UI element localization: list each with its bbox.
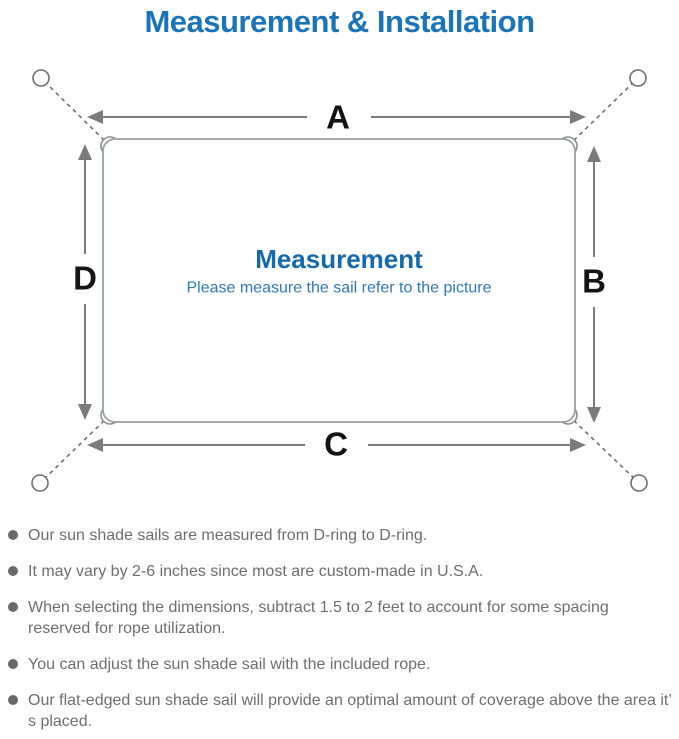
note-text: You can adjust the sun shade sail with t… bbox=[28, 656, 431, 673]
measurement-heading: Measurement bbox=[255, 244, 423, 274]
measurement-diagram: A C D B Measurement Please measure the s… bbox=[31, 69, 648, 492]
note-text: Our sun shade sails are measured from D-… bbox=[28, 527, 428, 544]
measurement-subheading: Please measure the sail refer to the pic… bbox=[186, 280, 491, 297]
anchor-ring-top-left bbox=[32, 69, 50, 87]
list-item: You can adjust the sun shade sail with t… bbox=[8, 654, 673, 675]
dimension-label-a: A bbox=[326, 99, 350, 136]
bullet-dot-icon bbox=[8, 659, 18, 669]
dim-d-arrow-down-icon bbox=[78, 404, 92, 420]
dim-a-arrow-left-icon bbox=[87, 110, 103, 124]
dim-c-arrow-right-icon bbox=[570, 438, 586, 452]
anchor-ring-bottom-left bbox=[31, 474, 49, 492]
list-item: Our flat-edged sun shade sail will provi… bbox=[8, 690, 673, 732]
dim-d-arrow-up-icon bbox=[78, 144, 92, 160]
dimension-label-d: D bbox=[73, 260, 97, 297]
list-item: It may vary by 2-6 inches since most are… bbox=[8, 561, 673, 582]
note-text: It may vary by 2-6 inches since most are… bbox=[28, 563, 484, 580]
anchor-ring-top-right bbox=[629, 69, 647, 87]
sail-outline bbox=[102, 138, 576, 423]
dim-c-arrow-left-icon bbox=[87, 438, 103, 452]
bullet-dot-icon bbox=[8, 530, 18, 540]
tie-line-bottom-right bbox=[567, 414, 640, 484]
note-text: When selecting the dimensions, subtract … bbox=[28, 599, 609, 637]
bullet-dot-icon bbox=[8, 602, 18, 612]
notes-list: Our sun shade sails are measured from D-… bbox=[0, 515, 679, 732]
page-title: Measurement & Installation bbox=[144, 4, 535, 39]
tie-line-top-left bbox=[40, 77, 111, 147]
dimension-label-b: B bbox=[582, 263, 606, 300]
note-text: Our flat-edged sun shade sail will provi… bbox=[28, 692, 672, 730]
dimension-label-c: C bbox=[324, 426, 348, 463]
bullet-dot-icon bbox=[8, 695, 18, 705]
tie-line-bottom-left bbox=[39, 414, 111, 484]
dim-b-arrow-down-icon bbox=[587, 407, 601, 423]
list-item: Our sun shade sails are measured from D-… bbox=[8, 525, 673, 546]
dim-a-arrow-right-icon bbox=[570, 110, 586, 124]
list-item: When selecting the dimensions, subtract … bbox=[8, 597, 673, 639]
tie-line-top-right bbox=[567, 77, 639, 147]
bullet-dot-icon bbox=[8, 566, 18, 576]
anchor-ring-bottom-right bbox=[630, 474, 648, 492]
dim-b-arrow-up-icon bbox=[587, 146, 601, 162]
